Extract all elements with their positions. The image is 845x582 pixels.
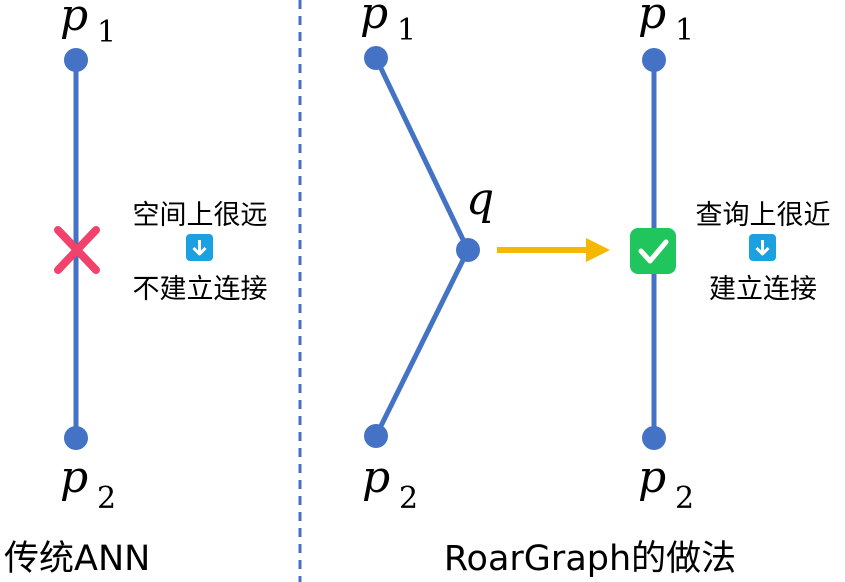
right-caption-bottom: 建立连接 bbox=[709, 274, 817, 305]
left-caption-bottom: 不建立连接 bbox=[133, 274, 268, 305]
right-panel: p 1 q p 2 p 1 查询上很近 建立连接 p bbox=[360, 0, 831, 579]
right-arrow-icon bbox=[497, 238, 610, 262]
edge-q-p2 bbox=[373, 248, 471, 438]
mid-p1-subscript: 1 bbox=[397, 13, 416, 48]
mid-p1-label: p bbox=[360, 0, 388, 39]
left-panel: p 1 空间上很远 不建立连接 p 2 传统ANN bbox=[4, 0, 268, 579]
cross-icon bbox=[54, 226, 100, 274]
left-node-p2 bbox=[64, 426, 88, 450]
left-p1-label: p bbox=[60, 0, 88, 41]
mid-p2-subscript: 2 bbox=[399, 481, 418, 516]
right-caption-top: 查询上很近 bbox=[696, 200, 831, 231]
left-node-p1 bbox=[64, 48, 88, 72]
q-label: q bbox=[466, 174, 494, 225]
right-node-p2 bbox=[642, 426, 666, 450]
check-icon bbox=[630, 228, 676, 274]
left-p1-subscript: 1 bbox=[97, 15, 116, 50]
right-node-p1 bbox=[642, 48, 666, 72]
right-footer: RoarGraph的做法 bbox=[444, 539, 736, 579]
edge-p1-q bbox=[373, 56, 471, 252]
mid-node-p1 bbox=[364, 46, 388, 70]
left-caption-top: 空间上很远 bbox=[133, 200, 268, 231]
right-p1-label: p bbox=[638, 0, 666, 39]
left-p2-label: p bbox=[60, 452, 88, 503]
mid-p2-label: p bbox=[362, 452, 390, 503]
down-arrow-icon bbox=[749, 234, 776, 261]
left-footer: 传统ANN bbox=[4, 539, 150, 579]
node-q bbox=[456, 238, 480, 262]
left-p2-subscript: 2 bbox=[97, 481, 116, 516]
down-arrow-icon bbox=[186, 234, 213, 261]
right-p2-subscript: 2 bbox=[675, 481, 694, 516]
right-p1-subscript: 1 bbox=[675, 13, 694, 48]
right-p2-label: p bbox=[638, 452, 666, 503]
mid-node-p2 bbox=[364, 424, 388, 448]
